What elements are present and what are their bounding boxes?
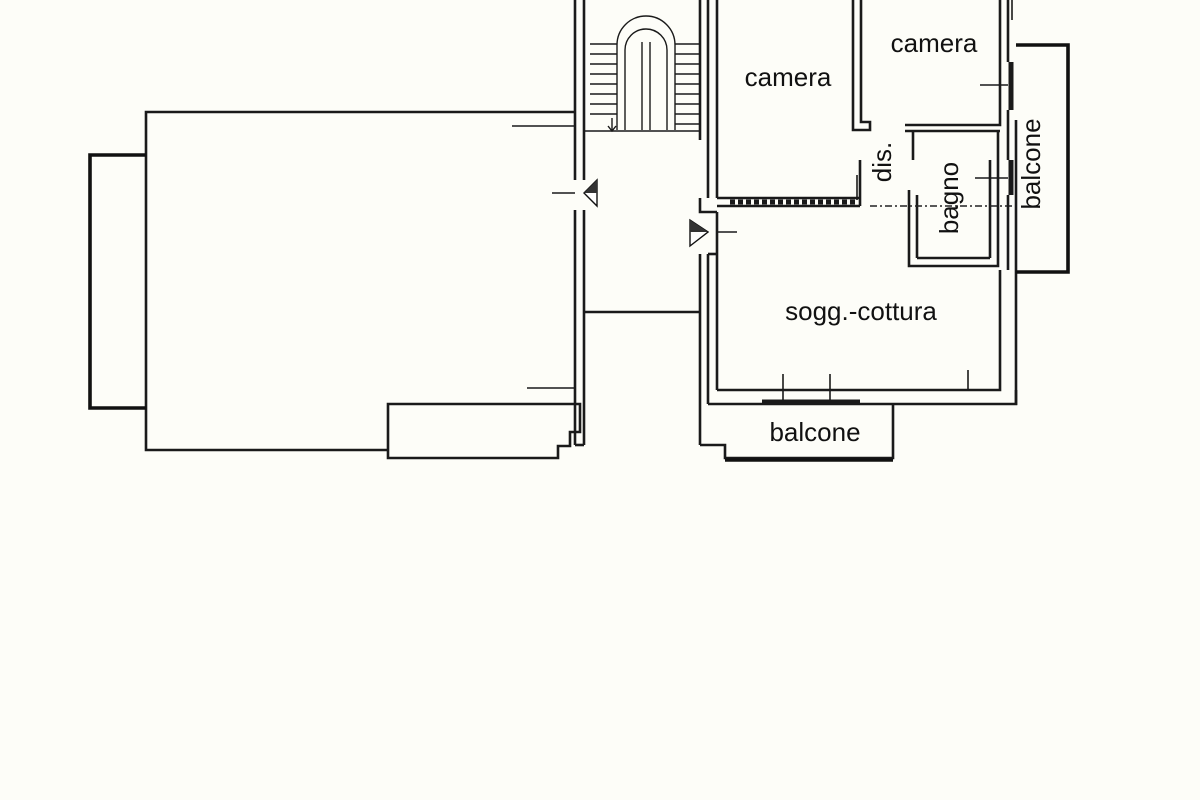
label-bagno: bagno xyxy=(934,162,964,234)
bottom-balcony xyxy=(700,404,895,460)
label-soggiorno-cottura: sogg.-cottura xyxy=(785,296,937,326)
stairwell xyxy=(584,0,702,314)
right-balcony xyxy=(1016,43,1070,274)
label-camera-right: camera xyxy=(891,28,978,58)
entrance-marker-right xyxy=(689,218,710,248)
label-camera-left: camera xyxy=(745,62,832,92)
left-unit-outline xyxy=(144,110,575,452)
entrance-marker-left xyxy=(583,178,598,208)
left-projection xyxy=(88,153,146,410)
label-balcone-bottom: balcone xyxy=(769,417,860,447)
left-unit xyxy=(88,0,586,460)
stair-arch xyxy=(616,15,676,130)
label-dis: dis. xyxy=(867,142,897,182)
label-balcone-right: balcone xyxy=(1016,118,1046,209)
right-apartment xyxy=(698,0,1070,462)
left-balcony xyxy=(386,402,582,460)
